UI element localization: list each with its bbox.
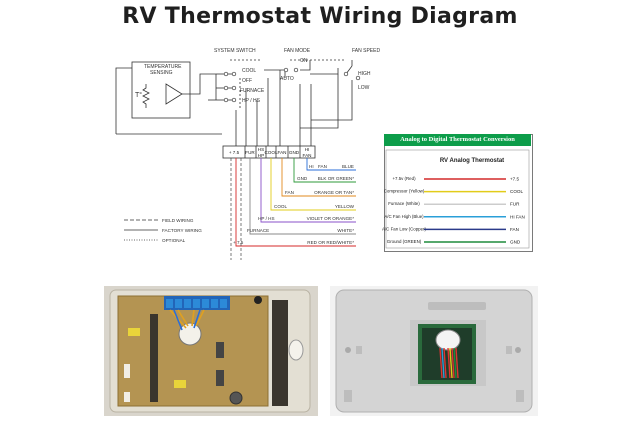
auto-label: AUTO	[280, 76, 294, 82]
terminal-label: COOL	[264, 150, 277, 155]
terminal-label: FAN	[278, 150, 287, 155]
temp-symbol: T°	[135, 91, 142, 99]
conversion-row-right: FUR	[510, 202, 520, 207]
high-label: HIGH	[358, 71, 371, 77]
thermostat-base-photo	[104, 286, 318, 416]
system-switch-label: SYSTEM SWITCH	[214, 48, 256, 54]
conversion-row-left: A/C Fan Low (Copper)	[382, 226, 426, 231]
wire-code: FAN	[285, 190, 294, 195]
wire-code: FURNACE	[247, 228, 269, 233]
wall-plate-photo	[330, 286, 538, 416]
temp-sensing-label-2: SENSING	[150, 70, 173, 76]
legend-factory-wiring: FACTORY WIRING	[162, 228, 202, 233]
terminal-label: HS	[258, 147, 264, 152]
wire-color-label: VIOLET OR ORANGE*	[307, 216, 355, 221]
terminal-label: FUR	[245, 150, 255, 155]
wire-color-label: BLK OR GREEN*	[318, 176, 354, 181]
wire-color-label: BLUE	[342, 164, 354, 169]
conversion-table	[384, 134, 533, 252]
hp-hs-label: HP / HS	[242, 98, 261, 104]
terminal-label: HP	[258, 153, 264, 158]
fan-speed-label: FAN SPEED	[352, 48, 380, 54]
wire-code: GND	[297, 176, 308, 181]
conversion-row-left: A/C Fan High (Blue)	[384, 214, 424, 219]
cool-label: COOL	[242, 68, 256, 74]
conversion-row-right: FAN	[510, 227, 519, 232]
wire-code: HI	[309, 164, 314, 169]
conversion-row-left: Compressor (Yellow)	[384, 189, 425, 194]
conversion-row-left: +7.5v (Red)	[392, 176, 416, 181]
wire-func: FAN	[318, 164, 327, 169]
wire-color-label: RED OR RED/WHITE*	[307, 240, 354, 245]
wire-color-label: YELLOW	[335, 204, 355, 209]
conversion-row-right: +7.5	[510, 177, 520, 182]
conversion-heading: RV Analog Thermostat	[440, 158, 504, 164]
wire-color-label: ORANGE OR TAN*	[314, 190, 354, 195]
wire-color-label: WHITE*	[337, 228, 354, 233]
terminal-label: FAN	[303, 153, 312, 158]
conversion-banner: Analog to Digital Thermostat Conversion	[384, 134, 531, 146]
temp-sensing-label-1: TEMPERATURE	[144, 64, 182, 70]
fan-mode-label: FAN MODE	[284, 48, 311, 54]
conversion-row-left: Ground (GREEN)	[387, 239, 422, 244]
furnace-label: FURNACE	[240, 88, 265, 94]
wire-code: + 7.5	[233, 240, 244, 245]
conversion-row-right: HI FAN	[510, 214, 525, 219]
terminal-label: HI	[305, 147, 310, 152]
wire-code: COOL	[274, 204, 287, 209]
conversion-row-right: COOL	[510, 189, 523, 194]
low-label: LOW	[358, 85, 370, 91]
off-label: OFF	[242, 78, 252, 84]
conversion-row-left: Furnace (White)	[388, 201, 420, 206]
terminal-label: GND	[289, 150, 300, 155]
legend-optional: OPTIONAL	[162, 238, 186, 243]
terminal-label: + 7.5	[229, 150, 240, 155]
legend-field-wiring: FIELD WIRING	[162, 218, 194, 223]
diagram-title: RV Thermostat Wiring Diagram	[122, 4, 518, 29]
on-label: ON	[300, 58, 308, 64]
wire-code: HP / HS	[258, 216, 275, 221]
conversion-row-right: GND	[510, 240, 521, 245]
